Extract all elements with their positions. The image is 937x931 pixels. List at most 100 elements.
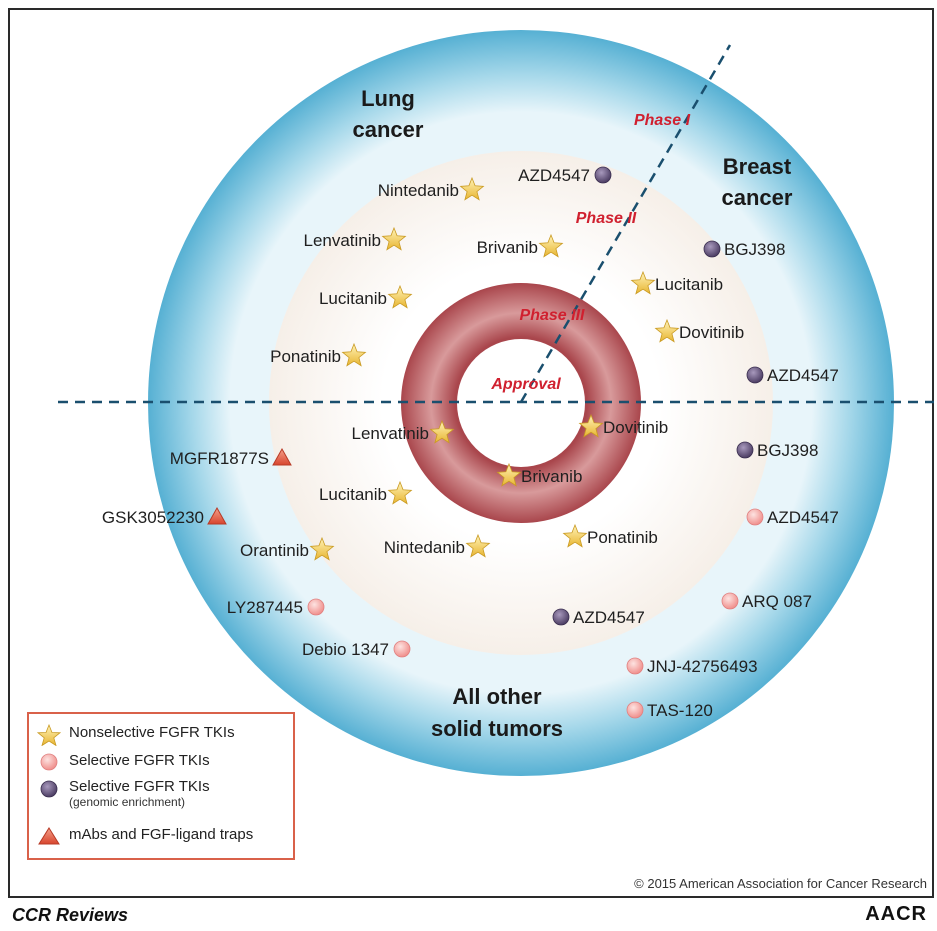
drug-ly287445: LY287445 [227,598,325,617]
footer-journal: CCR Reviews [12,905,129,925]
star-icon [578,413,604,438]
legend-label-selective-genomic: Selective FGFR TKIs (genomic enrichment) [69,778,210,809]
region-lung-line2: cancer [353,117,424,142]
drug-azd4547-other-purple: AZD4547 [552,608,645,627]
purple-circle-icon [594,166,612,184]
approval-label: Approval [490,376,561,393]
star-icon [341,342,367,367]
drug-label: AZD4547 [518,166,590,185]
legend-label-selective-genomic-main: Selective FGFR TKIs [69,778,210,795]
drug-bgj398-breast: BGJ398 [703,240,785,259]
phase-labels: Phase I Phase II Phase III Approval [490,112,690,393]
pink-circle-icon [626,701,644,719]
drug-jnj42756493: JNJ-42756493 [626,657,758,676]
star-icon [429,419,455,444]
pink-circle-icon [746,508,764,526]
drug-lucitanib-breast: Lucitanib [630,270,723,295]
legend-item-nonselective: Nonselective FGFR TKIs [37,724,235,746]
drug-markers: NintedanibLenvatinibLucitanibPonatinibBr… [102,166,839,720]
drug-label: GSK3052230 [102,508,204,527]
drug-lucitanib-lung: Lucitanib [319,284,413,309]
drug-label: Lenvatinib [351,424,429,443]
drug-label: Nintedanib [384,538,465,557]
drug-mgfr1877s: MGFR1877S [170,447,292,468]
drug-label: AZD4547 [767,508,839,527]
footer-publisher-logo: AACR [865,903,927,925]
pink-circle-icon [307,598,325,616]
drug-arq087: ARQ 087 [721,592,812,611]
drug-label: LY287445 [227,598,303,617]
drug-azd4547-other-pink: AZD4547 [746,508,839,527]
phase-ii-label: Phase II [576,210,637,227]
drug-ponatinib-lung: Ponatinib [270,342,367,367]
copyright: © 2015 American Association for Cancer R… [634,876,927,891]
drug-lenvatinib-lung: Lenvatinib [303,226,407,251]
drug-label: JNJ-42756493 [647,657,758,676]
drug-label: ARQ 087 [742,592,812,611]
triangle-icon [38,827,60,845]
region-breast-line2: cancer [722,185,793,210]
phase-i-label: Phase I [634,112,691,129]
purple-circle-icon [736,441,754,459]
legend-item-selective-genomic: Selective FGFR TKIs (genomic enrichment) [37,778,210,809]
drug-debio1347: Debio 1347 [302,640,411,659]
star-icon [381,226,407,251]
drug-label: Lenvatinib [303,231,381,250]
drug-dovitinib-other: Dovitinib [578,413,668,438]
star-icon [496,462,522,487]
drug-label: MGFR1877S [170,449,269,468]
star-icon [630,270,656,295]
pink-circle-icon [626,657,644,675]
diagonal-divider [519,44,732,403]
legend-label-genomic-sub: (genomic enrichment) [69,795,186,809]
drug-label: Brivanib [521,467,582,486]
drug-azd4547-lung: AZD4547 [518,166,612,185]
phase-iii-label: Phase III [520,307,585,324]
drug-bgj398-other: BGJ398 [736,441,818,460]
legend-item-mabs: mAbs and FGF-ligand traps [37,826,253,846]
star-icon [387,284,413,309]
drug-label: Debio 1347 [302,640,389,659]
purple-circle-icon [746,366,764,384]
legend-label-mabs: mAbs and FGF-ligand traps [69,826,254,843]
drug-label: BGJ398 [757,441,818,460]
star-icon [309,536,335,561]
star-icon [654,318,680,343]
drug-label: Lucitanib [319,289,387,308]
drug-label: AZD4547 [573,608,645,627]
drug-label: Lucitanib [319,485,387,504]
star-icon [538,233,564,258]
drug-label: AZD4547 [767,366,839,385]
triangle-icon [207,506,227,525]
purple-circle-icon [552,608,570,626]
drug-nintedanib-lung: Nintedanib [378,176,485,201]
drug-azd4547-breast: AZD4547 [746,366,839,385]
drug-tas120: TAS-120 [626,701,713,720]
drug-label: Ponatinib [587,528,658,547]
region-other-line2: solid tumors [431,716,563,741]
drug-orantinib: Orantinib [240,536,335,561]
triangle-icon [272,447,292,466]
star-icon [37,724,61,746]
drug-label: Orantinib [240,541,309,560]
drug-nintedanib-other: Nintedanib [384,533,491,558]
drug-label: Nintedanib [378,181,459,200]
drug-label: Ponatinib [270,347,341,366]
legend-label-nonselective: Nonselective FGFR TKIs [69,724,235,741]
figure-frame [8,8,934,898]
pink-circle-icon [393,640,411,658]
pink-circle-icon [40,753,58,771]
drug-brivanib-other: Brivanib [496,462,582,487]
drug-label: Lucitanib [655,275,723,294]
region-lung-label: Lung cancer [353,86,424,142]
drug-dovitinib-breast: Dovitinib [654,318,744,343]
drug-label: TAS-120 [647,701,713,720]
purple-circle-icon [703,240,721,258]
star-icon [562,523,588,548]
drug-ponatinib-other: Ponatinib [562,523,658,548]
drug-lucitanib-other: Lucitanib [319,480,413,505]
legend: Nonselective FGFR TKIs Selective FGFR TK… [27,712,295,860]
region-other-label: All other solid tumors [431,684,563,741]
